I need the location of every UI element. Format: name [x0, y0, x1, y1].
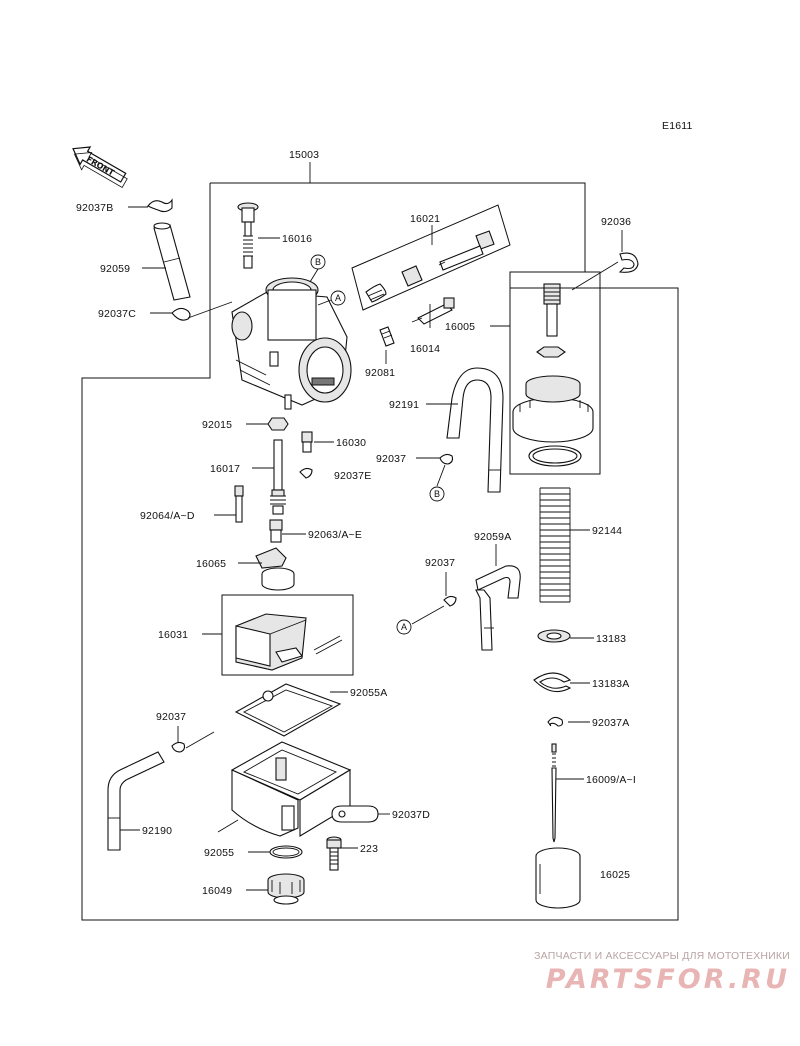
bolt-223	[326, 836, 342, 871]
label-16005: 16005	[445, 321, 475, 333]
label-92059a: 92059A	[474, 531, 511, 543]
label-13183a: 13183A	[592, 678, 629, 690]
label-16017: 16017	[210, 463, 240, 475]
carburetor-assembly-frame	[81, 182, 679, 921]
pilot-screw-parts	[365, 230, 495, 347]
throttle-valve-16025	[535, 847, 581, 909]
ref-b-top: B	[315, 257, 321, 267]
label-92037a: 92037A	[592, 717, 629, 729]
needle-16009	[551, 743, 557, 843]
label-92064: 92064/A~D	[140, 510, 195, 522]
label-16016: 16016	[282, 233, 312, 245]
pilot-jet-92064	[234, 485, 244, 523]
clip-92037c	[171, 307, 191, 321]
hose-92191	[446, 367, 504, 493]
ref-a-bottom: A	[401, 622, 407, 632]
label-16030: 16030	[336, 437, 366, 449]
label-92055a: 92055A	[350, 687, 387, 699]
label-16031: 16031	[158, 629, 188, 641]
label-92037-2: 92037	[425, 557, 455, 569]
watermark-tagline: ЗАПЧАСТИ И АКСЕССУАРЫ ДЛЯ МОТОТЕХНИКИ	[534, 950, 790, 962]
washer-13183	[537, 629, 571, 643]
ref-a-top: A	[335, 293, 341, 303]
label-15003: 15003	[289, 149, 319, 161]
label-92037b: 92037B	[76, 202, 113, 214]
label-92055: 92055	[204, 847, 234, 859]
label-92144: 92144	[592, 525, 622, 537]
front-arrow-icon: FRONT	[72, 146, 128, 189]
label-92059: 92059	[100, 263, 130, 275]
label-16009: 16009/A~I	[586, 774, 636, 786]
label-92081: 92081	[365, 367, 395, 379]
float-frame	[221, 594, 354, 676]
clip-92037-b	[439, 453, 454, 465]
label-16025: 16025	[600, 869, 630, 881]
label-13183: 13183	[596, 633, 626, 645]
label-16049: 16049	[202, 885, 232, 897]
label-92191: 92191	[389, 399, 419, 411]
watermark-logo: PARTSFOR.RU	[545, 964, 790, 995]
pilot-screw-kit-frame	[351, 204, 511, 311]
top-cap-frame	[509, 271, 601, 475]
needle-jet-16017	[270, 439, 286, 515]
label-223: 223	[360, 843, 378, 855]
hose-92190	[107, 751, 165, 851]
float-bowl	[217, 741, 352, 837]
diagram-code: E1611	[662, 120, 693, 132]
label-92063: 92063/A~E	[308, 529, 362, 541]
label-92037d: 92037D	[392, 809, 430, 821]
ref-b-bottom: B	[434, 489, 440, 499]
hose-92059a	[475, 565, 521, 651]
valve-seat-16065	[255, 547, 295, 591]
gasket-92055a	[234, 683, 342, 737]
nut-92015	[267, 417, 289, 431]
jet-16030	[301, 431, 313, 453]
float-16031	[235, 613, 343, 671]
spring-92144	[539, 487, 571, 603]
label-92037-3: 92037	[156, 711, 186, 723]
clip-92037-c	[171, 741, 186, 753]
label-92037e: 92037E	[334, 470, 371, 482]
label-92037-1: 92037	[376, 453, 406, 465]
clip-92037b	[147, 198, 173, 213]
clip-92037-a	[443, 595, 457, 607]
label-16014: 16014	[410, 343, 440, 355]
drain-plug-16049	[267, 873, 305, 905]
label-16021: 16021	[410, 213, 440, 225]
clip-92037a	[547, 716, 564, 727]
main-jet-92063	[269, 519, 283, 543]
top-cap-parts	[512, 283, 594, 467]
label-92190: 92190	[142, 825, 172, 837]
clip-92037e	[299, 467, 313, 479]
hose-92059	[153, 222, 191, 301]
label-92015: 92015	[202, 419, 232, 431]
carburetor-body	[231, 277, 352, 410]
watermark: ЗАПЧАСТИ И АКСЕССУАРЫ ДЛЯ МОТОТЕХНИКИ PA…	[480, 950, 790, 995]
label-92037c: 92037C	[98, 308, 136, 320]
screw-16016	[237, 202, 259, 269]
label-92036: 92036	[601, 216, 631, 228]
clip-92036	[618, 252, 639, 273]
clip-13183a	[533, 672, 572, 693]
label-16065: 16065	[196, 558, 226, 570]
